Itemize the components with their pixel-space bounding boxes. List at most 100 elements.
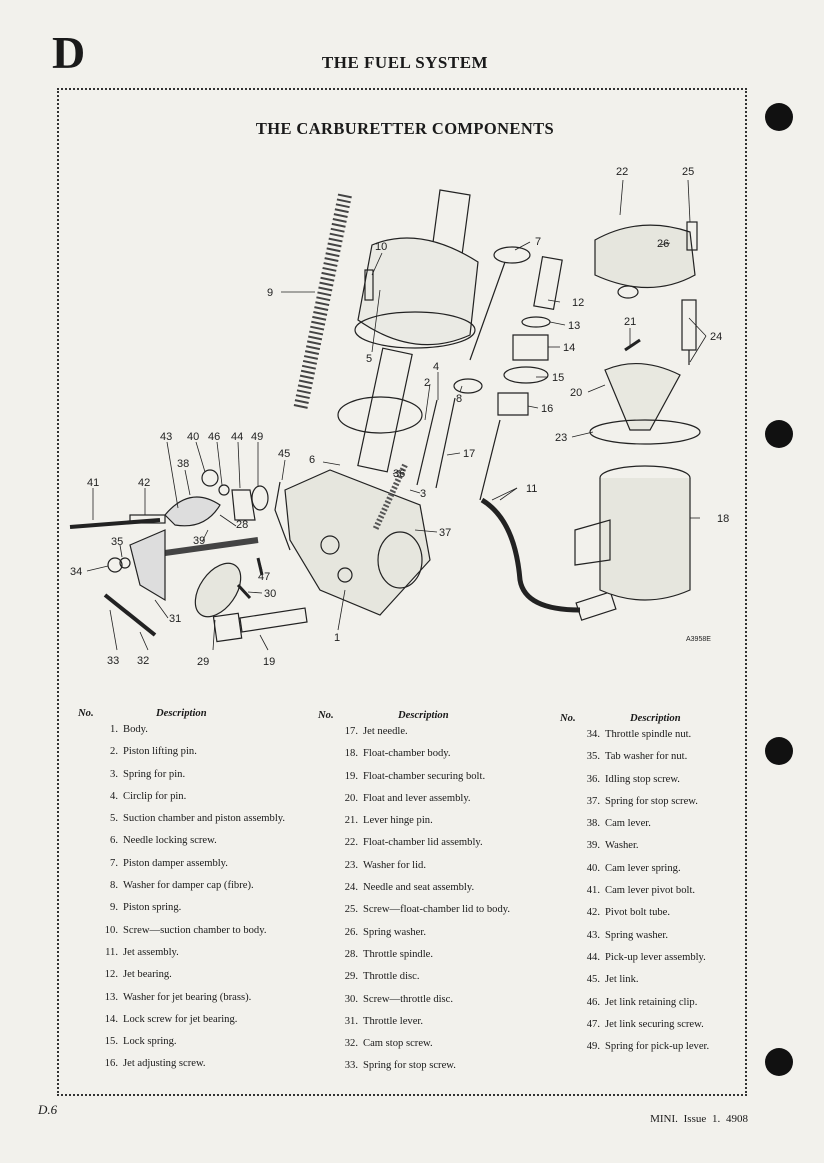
part-description: Throttle lever. — [363, 1015, 424, 1027]
page-reference: D.6 — [38, 1102, 58, 1117]
part-description: Jet assembly. — [123, 946, 179, 958]
suction-chamber-drawing — [354, 189, 479, 349]
part-description: Spring for stop screw. — [363, 1060, 456, 1072]
section-letter: D — [52, 27, 86, 78]
pickup-lever-spring-drawing — [251, 485, 269, 511]
jet-link-clip-drawing — [218, 484, 230, 496]
callout-26: 26 — [657, 238, 669, 250]
part-description: Lock spring. — [123, 1036, 177, 1048]
callout-9: 9 — [267, 287, 273, 299]
part-number: 41. — [586, 885, 600, 897]
part-description: Spring for pin. — [123, 768, 186, 780]
callout-35: 35 — [111, 536, 123, 548]
callout-36: 36 — [393, 468, 405, 480]
part-description: Screw—float-chamber lid to body. — [363, 904, 510, 916]
part-number: 6. — [110, 835, 118, 847]
part-description: Needle locking screw. — [123, 835, 217, 847]
part-description: Cam lever pivot bolt. — [605, 885, 696, 897]
callout-21: 21 — [624, 316, 636, 328]
callout-41: 41 — [87, 477, 99, 489]
callout-4: 4 — [433, 361, 439, 373]
part-number: 43. — [586, 929, 600, 941]
callout-42: 42 — [138, 477, 150, 489]
piston-lifting-pin-drawing — [416, 399, 438, 486]
callout-16: 16 — [541, 403, 553, 415]
part-number: 14. — [104, 1013, 118, 1025]
part-number: 21. — [344, 815, 358, 827]
part-description: Cam stop screw. — [363, 1038, 433, 1050]
callout-40: 40 — [187, 431, 199, 443]
callout-1: 1 — [334, 632, 340, 644]
callout-labels: 9 10 5 4 2 7 8 12 13 14 15 16 17 11 18 2… — [70, 166, 729, 668]
header-number: No. — [560, 713, 576, 724]
edition-line: MINI. Issue 1. 4908 — [650, 1113, 748, 1125]
callout-10: 10 — [375, 241, 387, 253]
callout-33: 33 — [107, 655, 119, 667]
header-description: Description — [156, 708, 207, 719]
part-description: Spring washer. — [363, 926, 426, 938]
part-description: Screw—throttle disc. — [363, 993, 454, 1005]
part-number: 44. — [586, 951, 600, 963]
header-description: Description — [398, 710, 449, 721]
part-number: 11. — [105, 946, 118, 958]
damper-washer-drawing — [453, 378, 483, 394]
callout-6: 6 — [309, 454, 315, 466]
throttle-disc-drawing — [194, 562, 242, 618]
part-description: Suction chamber and piston assembly. — [123, 813, 286, 825]
cam-lever-pivot-bolt-drawing — [69, 518, 161, 529]
callout-11: 11 — [526, 483, 537, 495]
part-number: 1. — [110, 724, 118, 735]
callout-37: 37 — [439, 527, 451, 539]
pickup-lever-drawing — [231, 489, 256, 521]
figure-title: THE CARBURETTER COMPONENTS — [255, 119, 555, 138]
part-number: 22. — [344, 837, 358, 849]
part-description: Float and lever assembly. — [363, 792, 471, 804]
jet-link-drawing — [274, 481, 291, 551]
throttle-lever-drawing — [129, 529, 166, 602]
part-number: 25. — [344, 904, 358, 916]
lid-washer-drawing — [589, 419, 701, 445]
part-number: 17. — [344, 726, 358, 737]
callout-13: 13 — [568, 320, 580, 332]
part-number: 33. — [344, 1060, 358, 1072]
needle-seat-drawing — [681, 299, 697, 351]
lever-hinge-pin-drawing — [624, 338, 641, 352]
part-number: 34. — [586, 729, 600, 740]
part-description: Throttle spindle nut. — [605, 729, 692, 740]
callout-28: 28 — [236, 519, 248, 531]
tab-washer-drawing — [119, 557, 131, 569]
part-number: 7. — [110, 857, 118, 869]
float-chamber-bolt-drawing — [212, 607, 308, 643]
part-number: 49. — [586, 1041, 600, 1053]
part-description: Spring for stop screw. — [605, 795, 698, 807]
suction-chamber-screw-drawing — [364, 269, 374, 301]
part-number: 38. — [586, 818, 600, 830]
part-description: Cam lever spring. — [605, 862, 681, 874]
callout-19: 19 — [263, 656, 275, 668]
callout-14: 14 — [563, 342, 575, 354]
part-number: 18. — [344, 748, 358, 760]
part-number: 37. — [586, 795, 600, 807]
part-description: Washer for jet bearing (brass). — [123, 991, 252, 1003]
part-number: 28. — [344, 948, 358, 960]
part-description: Cam lever. — [605, 818, 651, 830]
part-description: Throttle disc. — [363, 971, 420, 983]
part-description: Pick-up lever assembly. — [605, 951, 706, 963]
callout-49: 49 — [251, 431, 263, 443]
part-number: 13. — [104, 991, 118, 1003]
part-description: Jet needle. — [363, 726, 408, 737]
punch-hole-icon — [765, 103, 793, 131]
part-description: Pivot bolt tube. — [605, 907, 671, 919]
jet-bearing-stack-drawing — [497, 255, 563, 416]
callout-2: 2 — [424, 377, 430, 389]
part-description: Jet link securing screw. — [605, 1018, 704, 1030]
part-number: 19. — [344, 770, 358, 782]
cam-lever-spring-drawing — [201, 469, 219, 487]
callout-45: 45 — [278, 448, 290, 460]
part-description: Float-chamber lid assembly. — [363, 837, 483, 849]
jet-assembly-drawing — [479, 419, 617, 621]
part-description: Jet link retaining clip. — [605, 996, 698, 1008]
part-description: Washer for damper cap (fibre). — [123, 880, 254, 892]
callout-15: 15 — [552, 372, 564, 384]
callout-46: 46 — [208, 431, 220, 443]
